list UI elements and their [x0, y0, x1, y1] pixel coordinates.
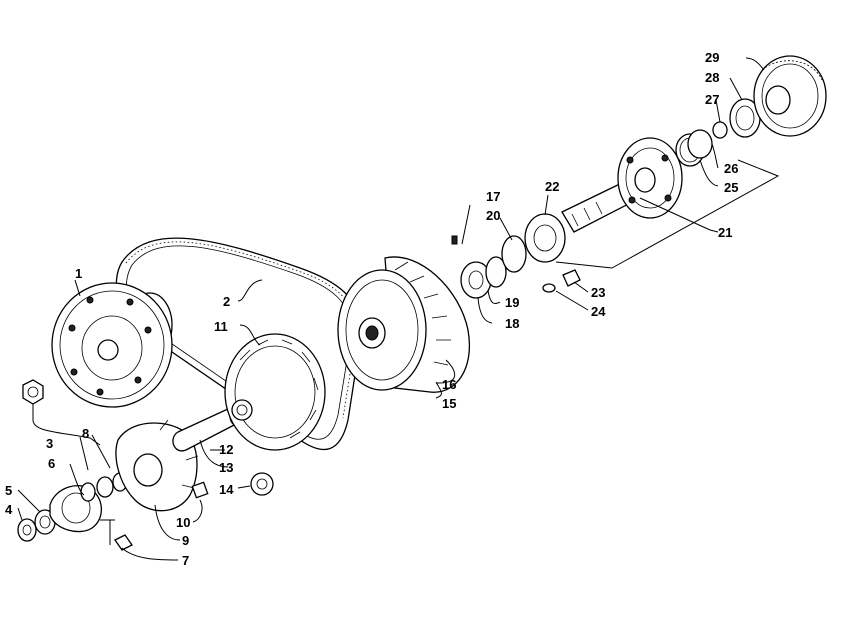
callout-3: 3	[46, 436, 53, 451]
bolt-23	[562, 269, 581, 287]
callout-4: 4	[5, 502, 13, 517]
seal-4	[17, 518, 37, 542]
callout-2: 2	[223, 294, 230, 309]
jackshaft-parts	[451, 179, 641, 299]
callout-22: 22	[545, 179, 559, 194]
callout-8: 8	[82, 426, 89, 441]
bolt-7	[114, 534, 133, 551]
callout-10: 10	[176, 515, 190, 530]
slider-10	[191, 481, 209, 499]
callout-17: 17	[486, 189, 500, 204]
callout-20: 20	[486, 208, 500, 223]
callout-16: 16	[442, 377, 456, 392]
callout-5: 5	[5, 483, 12, 498]
callout-29: 29	[705, 50, 719, 65]
ring-26	[687, 129, 713, 159]
callout-9: 9	[182, 533, 189, 548]
callout-13: 13	[219, 460, 233, 475]
gear-train	[675, 55, 827, 167]
nut-27	[712, 121, 728, 139]
callout-15: 15	[442, 396, 456, 411]
callout-26: 26	[724, 161, 738, 176]
callout-7: 7	[182, 553, 189, 568]
ring-20	[501, 235, 527, 273]
callout-21: 21	[718, 225, 732, 240]
callout-24: 24	[591, 304, 606, 319]
callouts: 1 2 3 4 5 6 7 8 9 10 11 12 13 14 15 16 1…	[5, 50, 738, 568]
spider-assembly	[224, 333, 326, 451]
roller-14	[250, 472, 274, 496]
callout-18: 18	[505, 316, 519, 331]
callout-1: 1	[75, 266, 82, 281]
key-24	[542, 283, 556, 293]
callout-28: 28	[705, 70, 719, 85]
flange	[617, 137, 683, 219]
drive-clutch-sheave	[51, 282, 173, 408]
callout-6: 6	[48, 456, 55, 471]
callout-14: 14	[219, 482, 234, 497]
callout-19: 19	[505, 295, 519, 310]
callout-11: 11	[214, 319, 228, 334]
nut	[22, 379, 44, 405]
left-hardware	[17, 379, 274, 551]
screw-17	[451, 235, 458, 245]
ring-19	[485, 256, 507, 288]
driven-clutch	[337, 256, 470, 393]
callout-27: 27	[705, 92, 719, 107]
callout-12: 12	[219, 442, 233, 457]
leader-lines	[17, 57, 780, 561]
callout-25: 25	[724, 180, 738, 195]
callout-23: 23	[591, 285, 605, 300]
bushing-3	[80, 482, 96, 502]
bearing-22	[524, 213, 566, 263]
